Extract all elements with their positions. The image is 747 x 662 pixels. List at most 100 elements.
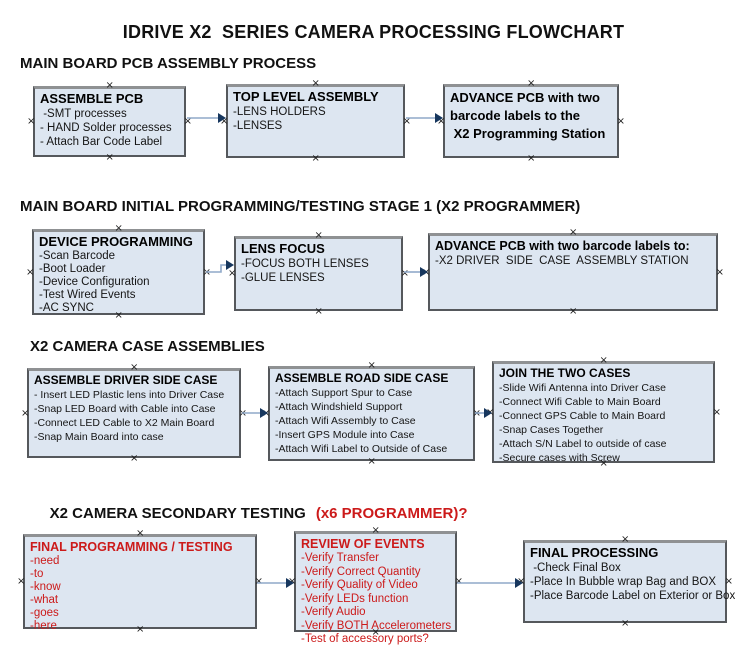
flow-box-device-programming: DEVICE PROGRAMMING -Scan Barcode-Boot Lo… [26, 224, 211, 321]
connector-arrow-icon [257, 578, 294, 588]
flow-box-lens-focus: LENS FOCUS -FOCUS BOTH LENSES -GLUE LENSE… [228, 231, 409, 317]
connection-handle-icon: × [569, 227, 578, 238]
page-title: IDRIVE X2 SERIES CAMERA PROCESSING FLOWC… [122, 22, 625, 42]
box-title: LENS FOCUS [241, 241, 325, 256]
flow-box-top-level-assembly: TOP LEVEL ASSEMBLY -LENS HOLDERS-LENSES … [220, 79, 411, 164]
connector-arrow-elbow-icon [206, 260, 234, 273]
box-items: -X2 DRIVER SIDE CASE ASSEMBLY STATION [435, 254, 713, 268]
box-item: -Device Configuration [39, 276, 150, 288]
section-heading-red-part: (x6 PROGRAMMER)? [315, 505, 468, 522]
box-item: -Verify Correct Quantity [301, 565, 421, 578]
box-item: -Connect GPS Cable to Main Board [499, 410, 666, 422]
section-heading-case-assemblies: X2 CAMERA CASE ASSEMBLIES [30, 338, 265, 355]
connection-handle-icon: × [621, 618, 630, 629]
box-title: ASSEMBLE PCB [40, 91, 144, 106]
flow-box-final-processing: FINAL PROCESSING -Check Final Box -Place … [517, 535, 736, 629]
section-heading-black-part: X2 CAMERA SECONDARY TESTING [49, 505, 306, 522]
box-item: -Attach Wifi Label to Outside of Case [275, 443, 448, 455]
connection-handle-icon: × [616, 115, 625, 127]
box-title: FINAL PROCESSING [530, 545, 659, 560]
box-item: -Insert GPS Module into Case [275, 429, 415, 441]
box-title: FINAL PROGRAMMING / TESTING [30, 540, 233, 554]
box-item: -Verify LEDs function [301, 592, 409, 605]
box-item: -SMT processes [40, 108, 127, 120]
box-item: -Snap Cases Together [499, 424, 604, 436]
box-item: -need [30, 555, 60, 567]
connector-arrow-icon [406, 113, 443, 123]
box-item: -Verify BOTH Accelerometers [301, 619, 452, 632]
connection-handle-icon: × [114, 223, 123, 234]
section-heading-pcb-assembly: MAIN BOARD PCB ASSEMBLY PROCESS [20, 55, 317, 72]
connector-arrow-icon [457, 578, 523, 588]
connection-handle-icon: × [311, 153, 320, 164]
connection-handle-icon: × [27, 116, 36, 127]
box-item: -Boot Loader [39, 263, 106, 275]
box-item: X2 Programming Station [450, 126, 606, 141]
connector-arrow-icon [187, 113, 226, 123]
box-item: -here [30, 620, 57, 632]
box-items: -LENS HOLDERS -LENSES [233, 105, 400, 133]
box-title: DEVICE PROGRAMMING [39, 234, 193, 249]
box-item: -Verify Audio [301, 606, 366, 618]
box-items: -Attach Support Spur to Case-Attach Wind… [275, 386, 470, 456]
box-title: TOP LEVEL ASSEMBLY [233, 89, 379, 104]
connection-handle-icon: × [26, 266, 35, 278]
box-item: -Slide Wifi Antenna into Driver Case [499, 382, 666, 394]
connection-handle-icon: × [105, 152, 114, 163]
section-heading-initial-programming: MAIN BOARD INITIAL PROGRAMMING/TESTING S… [20, 198, 581, 215]
box-item: -Attach Support Spur to Case [275, 387, 413, 399]
box-item: -Place Barcode Label on Exterior or Box [530, 590, 736, 602]
box-item: -Test of accessory ports? [301, 633, 429, 645]
box-item: -goes [30, 607, 59, 619]
box-item: -LENS HOLDERS [233, 106, 326, 118]
box-item: -know [30, 581, 61, 593]
flow-box-assemble-road-side-case: ASSEMBLE ROAD SIDE CASE -Attach Support … [262, 361, 481, 467]
connection-handle-icon: × [599, 355, 608, 366]
box-item: -Snap Main Board into case [34, 431, 164, 443]
box-title: JOIN THE TWO CASES [499, 366, 631, 380]
connection-handle-icon: × [311, 78, 320, 89]
connection-handle-icon: × [724, 576, 733, 587]
flow-box-assemble-driver-side-case: ASSEMBLE DRIVER SIDE CASE - Insert LED P… [21, 363, 247, 464]
connector-arrow-icon [475, 408, 492, 418]
box-items: -Verify Transfer-Verify Correct Quantity… [301, 552, 452, 647]
box-item: -Connect LED Cable to X2 Main Board [34, 417, 215, 429]
box-item: -FOCUS BOTH LENSES [241, 258, 369, 270]
connection-handle-icon: × [367, 360, 376, 371]
box-items: -Scan Barcode-Boot Loader-Device Configu… [39, 250, 200, 315]
box-item: -Check Final Box [530, 562, 621, 574]
box-item: ADVANCE PCB with two [450, 90, 600, 105]
box-title: ADVANCE PCB with two barcode labels to: [435, 239, 690, 253]
connection-handle-icon: × [367, 456, 376, 467]
box-item: -Place In Bubble wrap Bag and BOX [530, 576, 717, 588]
box-item: -Test Wired Events [39, 289, 136, 301]
connection-handle-icon: × [712, 406, 721, 418]
box-title: ASSEMBLE ROAD SIDE CASE [275, 371, 449, 385]
box-item: -to [30, 568, 44, 580]
box-item: -Scan Barcode [39, 250, 116, 262]
box-item: barcode labels to the [450, 108, 581, 123]
connection-handle-icon: × [527, 78, 536, 89]
connection-handle-icon: × [715, 266, 724, 278]
box-item: -AC SYNC [39, 302, 94, 314]
connection-handle-icon: × [314, 230, 323, 241]
flow-box-review-of-events: REVIEW OF EVENTS -Verify Transfer-Verify… [288, 526, 463, 646]
section-heading-secondary-testing: X2 CAMERA SECONDARY TESTING (x6 PROGRAMME… [33, 488, 468, 539]
connector-arrow-icon [242, 408, 268, 418]
box-item: -LENSES [233, 120, 283, 132]
flow-box-join-the-two-cases: JOIN THE TWO CASES -Slide Wifi Antenna i… [486, 356, 721, 469]
connector-arrow-icon [404, 267, 428, 277]
flow-box-final-programming-testing: FINAL PROGRAMMING / TESTING -need-to-kno… [17, 529, 263, 635]
box-items: -Slide Wifi Antenna into Driver Case -Con… [499, 381, 710, 465]
box-item: -Attach S/N Label to outside of case [499, 438, 667, 450]
box-item: -what [30, 594, 59, 606]
connection-handle-icon: × [527, 153, 536, 164]
connection-handle-icon: × [314, 306, 323, 317]
box-item: -GLUE LENSES [241, 272, 325, 284]
box-title: ASSEMBLE DRIVER SIDE CASE [34, 373, 218, 387]
connection-handle-icon: × [569, 306, 578, 317]
connection-handle-icon: × [130, 453, 139, 464]
box-items: -SMT processes- HAND Solder processes- A… [40, 107, 181, 149]
box-item: - Attach Bar Code Label [40, 136, 163, 148]
